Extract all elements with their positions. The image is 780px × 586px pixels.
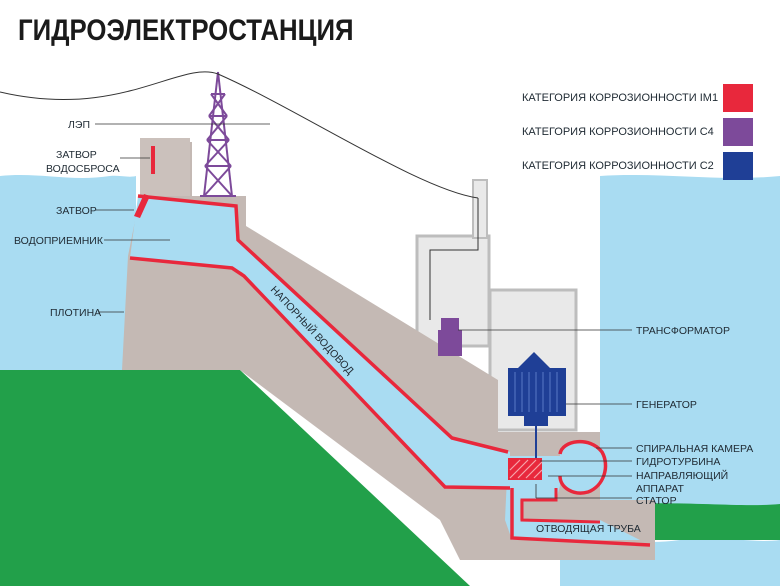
- label-transformer: ТРАНСФОРМАТОР: [636, 325, 730, 337]
- label-spillway-gate-1: ЗАТВОР: [56, 149, 97, 161]
- power-line-feed: [429, 198, 479, 320]
- right-water: [600, 175, 780, 540]
- chimney: [472, 179, 488, 239]
- penstock-top-wall: [137, 194, 509, 454]
- label-guide-apparatus-2: АППАРАТ: [636, 483, 684, 495]
- label-draft-tube: ОТВОДЯЩАЯ ТРУБА: [536, 523, 641, 535]
- ground: [0, 370, 470, 586]
- label-spiral-chamber: СПИРАЛЬНАЯ КАМЕРА: [636, 443, 753, 455]
- legend-swatch-c2: [723, 152, 753, 180]
- label-spillway-gate-2: ВОДОСБРОСА: [46, 163, 120, 175]
- turbine-hatch: [509, 459, 543, 479]
- leader-lines: [95, 123, 632, 499]
- label-water-intake: ВОДОПРИЕМНИК: [14, 235, 104, 247]
- label-stator: СТАТОР: [636, 495, 677, 507]
- label-turbine: ГИДРОТУРБИНА: [636, 456, 720, 468]
- legend-label-im1: КАТЕГОРИЯ КОРРОЗИОННОСТИ IM1: [522, 92, 718, 104]
- generator: [508, 352, 566, 426]
- reservoir-water: [0, 175, 136, 372]
- spiral-chamber: [558, 440, 608, 495]
- legend-swatch-im1: [723, 84, 753, 112]
- label-gate: ЗАТВОР: [56, 205, 97, 217]
- legend: КАТЕГОРИЯ КОРРОЗИОННОСТИ IM1 КАТЕГОРИЯ К…: [522, 84, 753, 180]
- label-power-line: ЛЭП: [68, 119, 90, 131]
- hydro-turbine: [508, 458, 542, 480]
- transformer: [438, 318, 462, 356]
- label-generator: ГЕНЕРАТОР: [636, 399, 697, 411]
- transmission-tower: [200, 71, 236, 197]
- penstock-water: [130, 196, 510, 488]
- label-dam: ПЛОТИНА: [50, 307, 101, 319]
- legend-label-c2: КАТЕГОРИЯ КОРРОЗИОННОСТИ C2: [522, 160, 714, 172]
- legend-label-c4: КАТЕГОРИЯ КОРРОЗИОННОСТИ C4: [522, 126, 714, 138]
- draft-tube-wall: [510, 488, 651, 547]
- penstock-bottom-wall: [129, 256, 511, 490]
- power-line: [0, 71, 479, 199]
- label-guide-apparatus-1: НАПРАВЛЯЮЩИЙ: [636, 469, 728, 482]
- dam-crest: [140, 138, 190, 196]
- generator-ribs: [514, 372, 558, 412]
- dam-body: [122, 138, 655, 560]
- page-title: ГИДРОЭЛЕКТРОСТАНЦИЯ: [18, 14, 354, 47]
- spillway-gate: [151, 146, 155, 174]
- legend-swatch-c4: [723, 118, 753, 146]
- intake-gate: [134, 194, 150, 218]
- draft-tube-inner-wall: [520, 488, 601, 524]
